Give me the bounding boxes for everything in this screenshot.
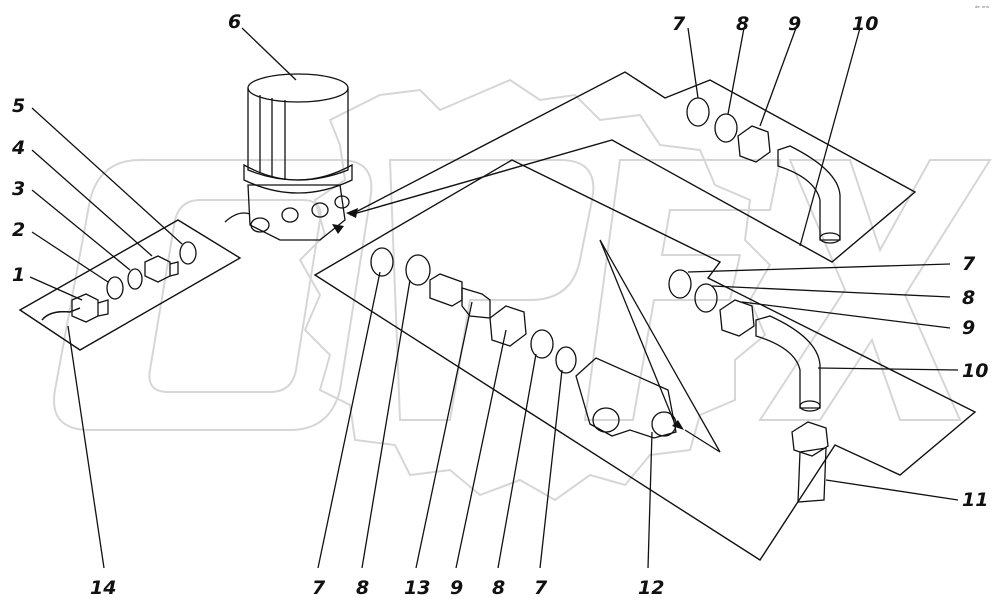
callout-3: 3: [12, 178, 25, 200]
leader-lines: [29, 27, 959, 569]
part-1-fitting: [71, 293, 109, 323]
part-14-hose: [41, 307, 81, 321]
callout-8-bottom-a: 8: [356, 577, 369, 599]
callout-7-bottom-a: 7: [312, 577, 326, 599]
part-9-nut-right: [719, 299, 755, 337]
callout-13: 13: [404, 577, 430, 599]
callout-8-top: 8: [736, 13, 749, 35]
callout-14: 14: [90, 577, 116, 599]
part-8-washer-lower-a: [405, 254, 431, 286]
part-9-nut-lower: [489, 305, 527, 347]
part-7-washer-upper: [686, 97, 710, 127]
callout-9-bottom: 9: [450, 577, 463, 599]
callout-4: 4: [11, 137, 25, 159]
part-4-nut: [144, 255, 179, 283]
callout-11: 11: [962, 489, 988, 511]
part-7-washer-right: [668, 269, 692, 299]
callout-10-top: 10: [852, 13, 878, 35]
part-10-elbow-upper: [777, 145, 841, 244]
flow-arrows: [332, 208, 721, 453]
callout-1: 1: [12, 264, 25, 286]
callout-labels: 1 2 3 4 5 6 7 8 9 10 7 8 9 10 11 7 8 13 …: [11, 11, 988, 599]
lower-panel-outline: [313, 159, 977, 561]
callout-2: 2: [12, 219, 25, 241]
callout-7-right: 7: [962, 253, 976, 275]
callout-12: 12: [638, 577, 664, 599]
corner-mark: ᵈᵉ ⁿⁿⁿ: [975, 5, 990, 12]
part-7-washer-lower-b: [555, 346, 577, 374]
assembly-panels: [18, 71, 977, 561]
callout-10-right: 10: [962, 360, 988, 382]
upper-right-panel-outline: [349, 71, 917, 263]
part-10-elbow-right: [755, 315, 821, 412]
callout-7-top: 7: [672, 13, 686, 35]
left-panel-outline: [18, 219, 242, 351]
part-8-washer-lower-b: [530, 329, 554, 359]
callout-9-right: 9: [962, 317, 975, 339]
callout-6: 6: [228, 11, 241, 33]
watermark-logo: [53, 78, 992, 502]
part-8-washer-upper: [714, 113, 738, 143]
part-6-air-dryer: [224, 73, 353, 241]
part-5-washer: [179, 241, 197, 265]
callout-9-top: 9: [788, 13, 801, 35]
part-11-banjo-fitting: [791, 421, 829, 503]
part-9-nut-upper: [737, 125, 771, 163]
callout-8-bottom-b: 8: [492, 577, 505, 599]
part-8-washer-right: [694, 283, 718, 313]
part-2-washer: [106, 276, 124, 300]
callout-7-bottom-b: 7: [534, 577, 548, 599]
callout-5: 5: [12, 95, 25, 117]
part-13-adapter: [429, 273, 491, 319]
part-3-washer: [127, 268, 143, 290]
part-7-washer-lower-a: [370, 247, 394, 277]
callout-8-right: 8: [962, 287, 975, 309]
